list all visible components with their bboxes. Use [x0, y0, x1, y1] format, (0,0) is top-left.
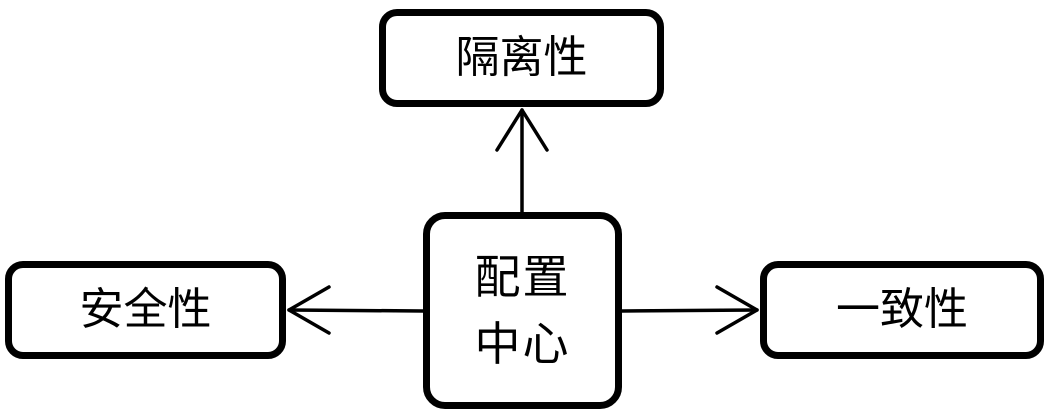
arrow-center-to-left — [287, 285, 425, 335]
arrow-center-to-top — [495, 108, 549, 214]
arrowhead-left — [287, 285, 331, 335]
node-isolation: 隔离性 — [379, 9, 664, 107]
node-security-label: 安全性 — [79, 284, 212, 335]
arrowhead-right — [715, 285, 759, 335]
arrow-shaft-left — [287, 308, 425, 313]
node-isolation-label: 隔离性 — [455, 32, 588, 83]
node-consistency: 一致性 — [760, 261, 1044, 359]
arrow-center-to-right — [620, 285, 759, 335]
arrowhead-top — [495, 108, 549, 152]
node-config-center-line1: 配置 — [474, 249, 571, 304]
arrow-shaft-right — [620, 308, 759, 313]
node-consistency-label: 一致性 — [836, 284, 968, 335]
node-config-center: 配置 中心 — [423, 212, 622, 409]
node-config-center-line2: 中心 — [474, 316, 571, 371]
node-security: 安全性 — [5, 261, 286, 359]
